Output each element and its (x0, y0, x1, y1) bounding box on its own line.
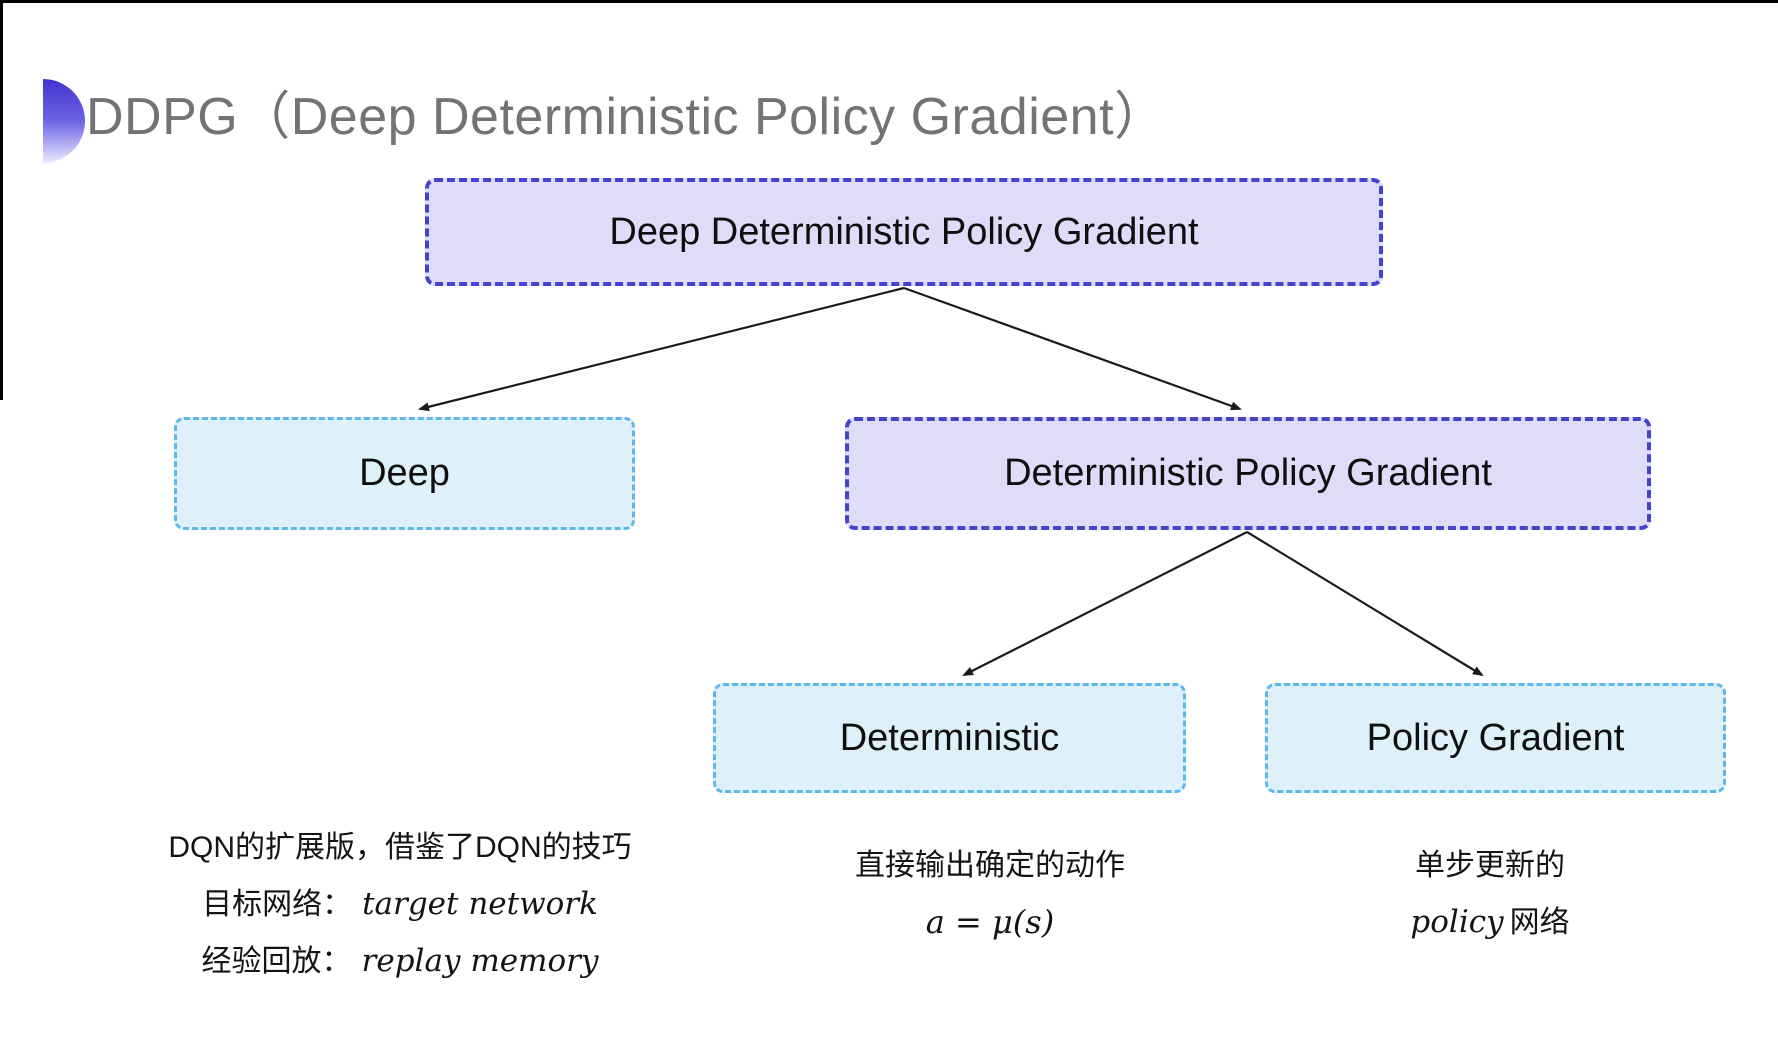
node-label: Deep Deterministic Policy Gradient (609, 210, 1199, 253)
node-deep: Deep (174, 417, 635, 530)
note-deep-annotation: DQN的扩展版，借鉴了DQN的技巧 目标网络： target network 经验… (90, 828, 710, 998)
arrow-dpg-to-deterministic (962, 531, 1248, 676)
note-deterministic-annotation: 直接输出确定的动作 a = μ(s) (765, 846, 1215, 942)
arrow-root-to-dpg (903, 286, 1242, 411)
target-network-term: target network (362, 886, 598, 922)
arrow-dpg-to-policy-gradient (1246, 531, 1484, 677)
node-label: Policy Gradient (1366, 716, 1625, 759)
node-deterministic: Deterministic (713, 683, 1186, 793)
node-label: Deterministic (839, 716, 1060, 759)
deterministic-policy-formula: a = μ(s) (925, 903, 1055, 941)
node-deep-deterministic-policy-gradient: Deep Deterministic Policy Gradient (425, 178, 1383, 286)
title-bullet-semicircle-icon (43, 79, 85, 163)
note-deep-line3: 经验回放： replay memory (90, 941, 710, 982)
node-label: Deterministic Policy Gradient (1004, 452, 1492, 494)
note-deep-line1: DQN的扩展版，借鉴了DQN的技巧 (168, 831, 632, 864)
replay-memory-label: 经验回放： (201, 945, 352, 978)
network-suffix: 网络 (1509, 906, 1570, 939)
note-deep-line2: 目标网络： target network (90, 884, 710, 925)
left-frame-line (0, 0, 3, 400)
target-network-label: 目标网络： (202, 888, 353, 921)
top-frame-line (0, 0, 1778, 3)
note-deterministic-line1: 直接输出确定的动作 (855, 849, 1125, 882)
page-title: DDPG（Deep Deterministic Policy Gradient） (86, 88, 1167, 146)
node-policy-gradient: Policy Gradient (1265, 683, 1726, 793)
arrow-root-to-deep (418, 286, 905, 412)
node-deterministic-policy-gradient: Deterministic Policy Gradient (845, 417, 1651, 530)
policy-term: policy (1410, 904, 1504, 940)
node-label: Deep (359, 452, 450, 494)
note-policy-gradient-line1: 单步更新的 (1415, 849, 1565, 882)
replay-memory-term: replay memory (361, 943, 599, 979)
